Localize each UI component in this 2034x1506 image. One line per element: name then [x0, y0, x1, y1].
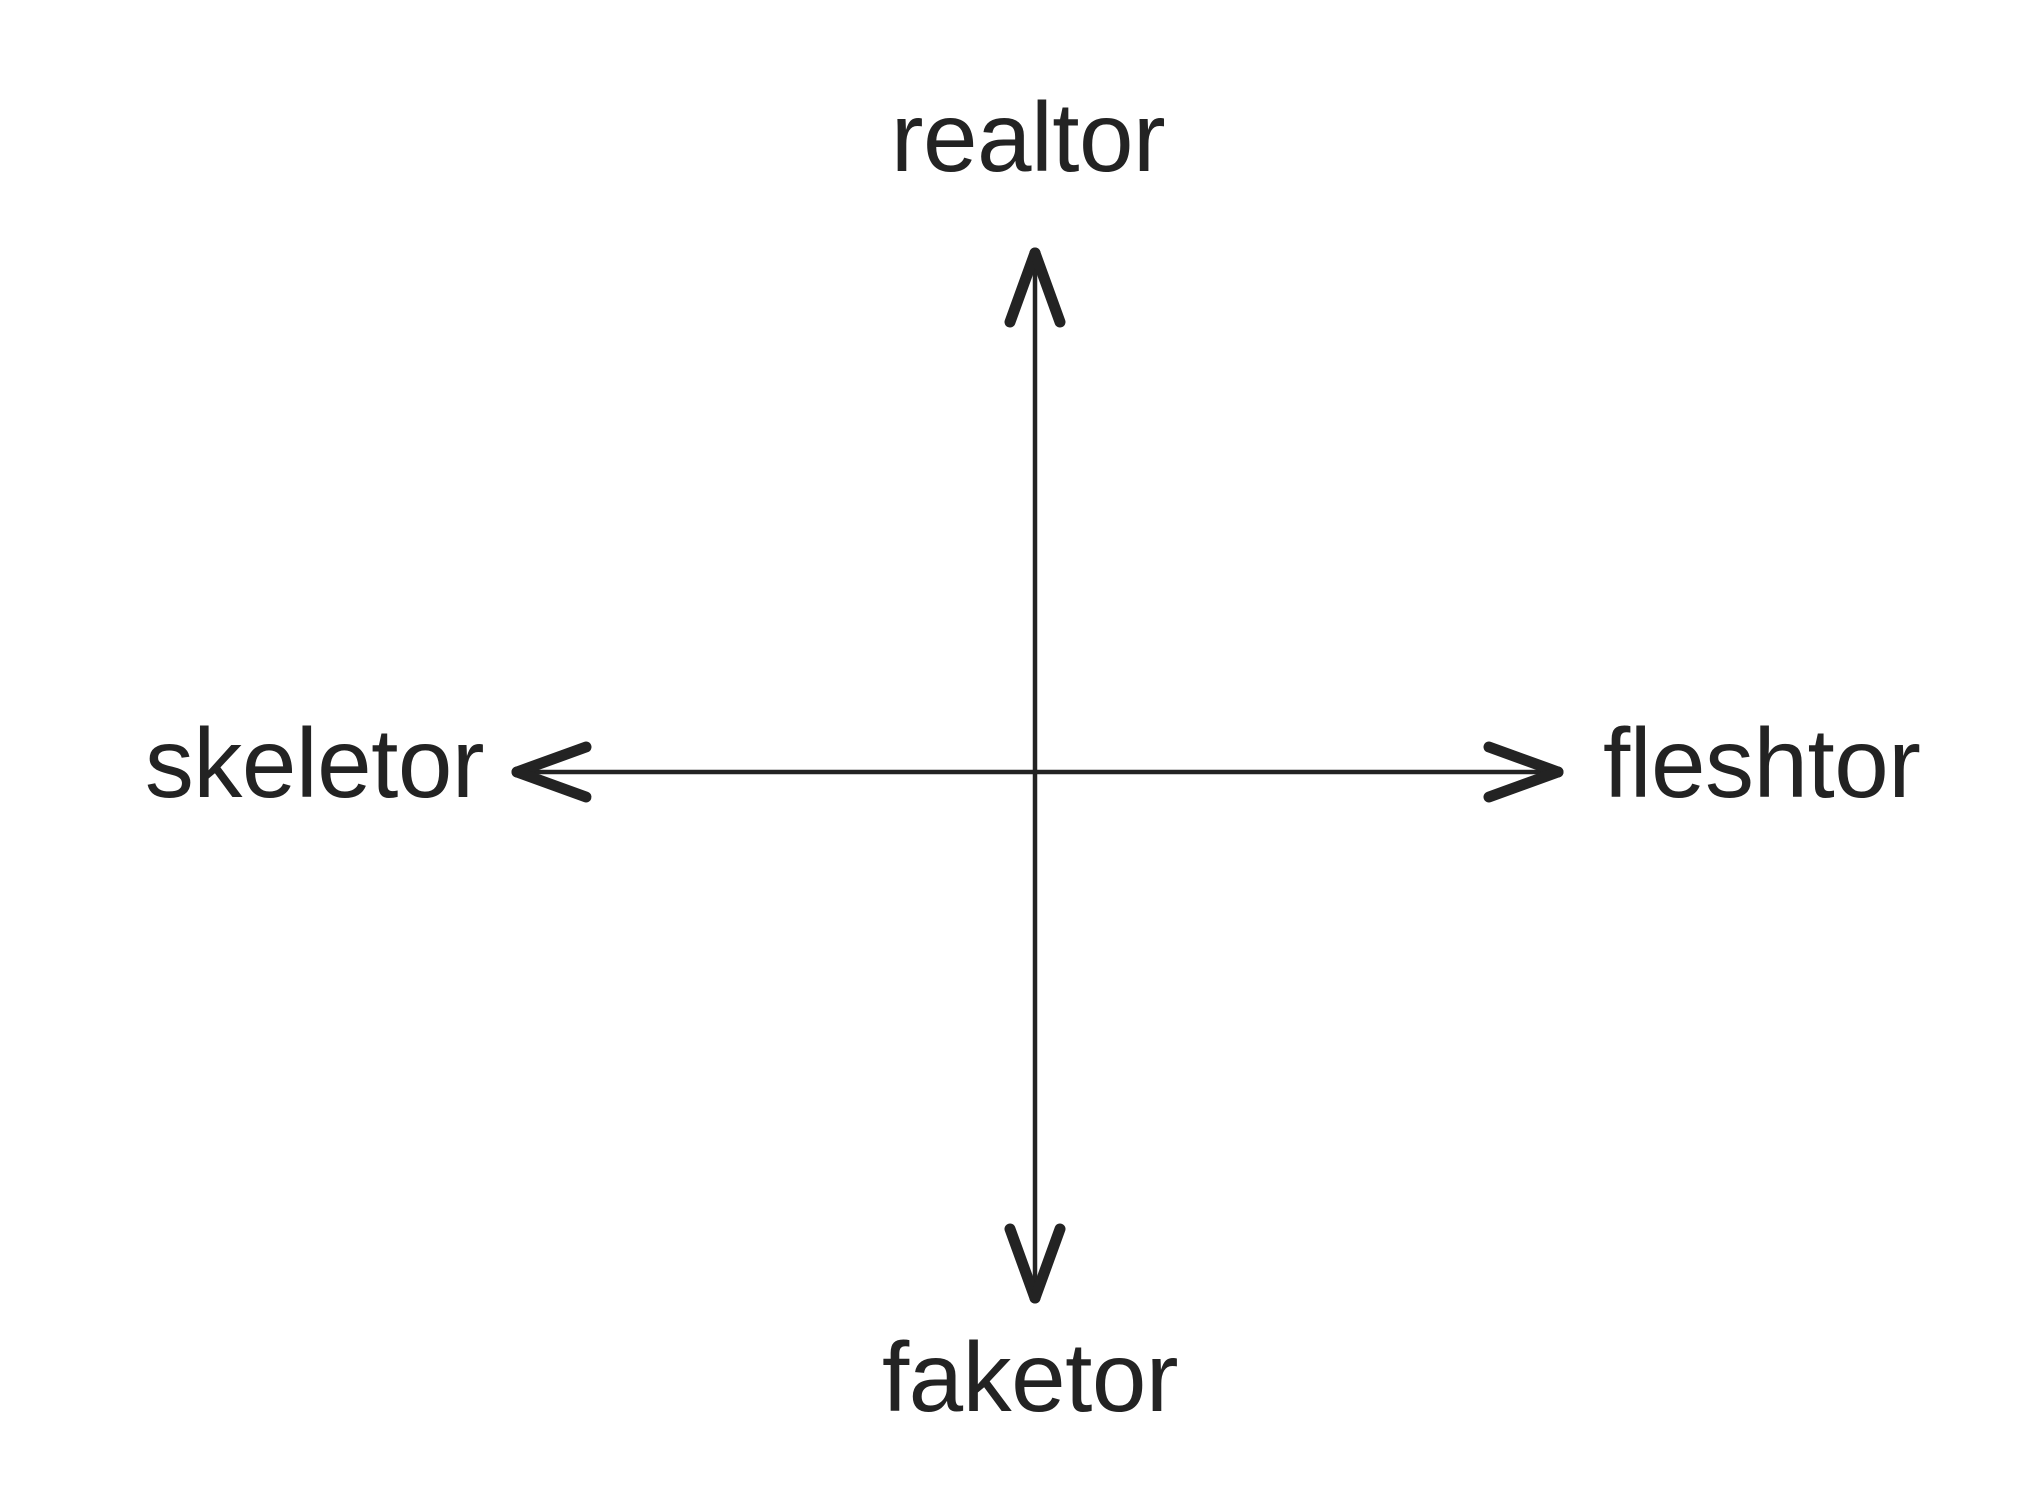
arrowhead-up-icon: [1004, 247, 1066, 328]
axis-label-bottom: faketor: [881, 1322, 1179, 1432]
axis-label-right: fleshtor: [1603, 708, 1921, 818]
arrowhead-down-icon: [1004, 1223, 1066, 1304]
axis-label-top: realtor: [890, 82, 1166, 192]
arrowhead-right-icon: [1483, 741, 1564, 803]
axis-label-left: skeletor: [144, 708, 485, 818]
arrowhead-left-icon: [511, 741, 592, 803]
